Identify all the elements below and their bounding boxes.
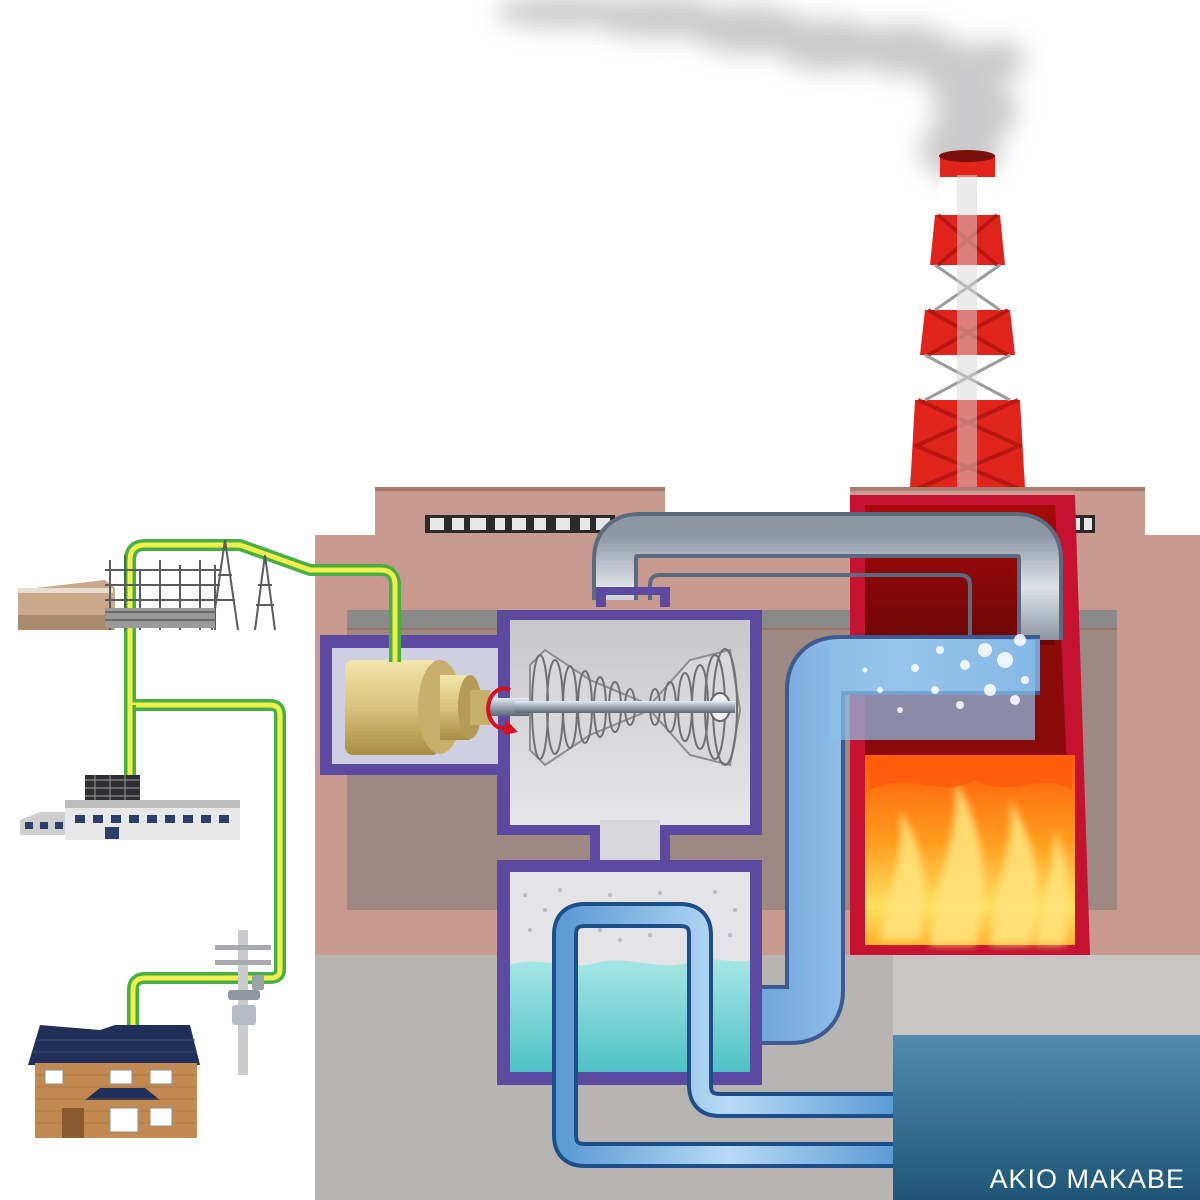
flames (880, 780, 1069, 945)
utility-pole-icon (215, 930, 271, 1075)
turbine-rotor (515, 648, 742, 767)
rotation-arrow-icon (486, 686, 518, 735)
generator (320, 635, 538, 775)
cooling-water-pipe (552, 902, 893, 1168)
sea-water (893, 955, 1200, 1035)
chimney (908, 150, 1027, 492)
substation-icon (18, 539, 276, 631)
main-steam-pipe (592, 512, 1063, 640)
house-icon (28, 1025, 200, 1138)
smoke-plume (495, 0, 1025, 180)
condenser (497, 860, 762, 1085)
factory-icon (20, 775, 240, 840)
feedwater-pipe (760, 634, 1040, 1045)
steam-bubbles (862, 634, 1029, 713)
credit-text: AKIO MAKABE (989, 1164, 1185, 1194)
